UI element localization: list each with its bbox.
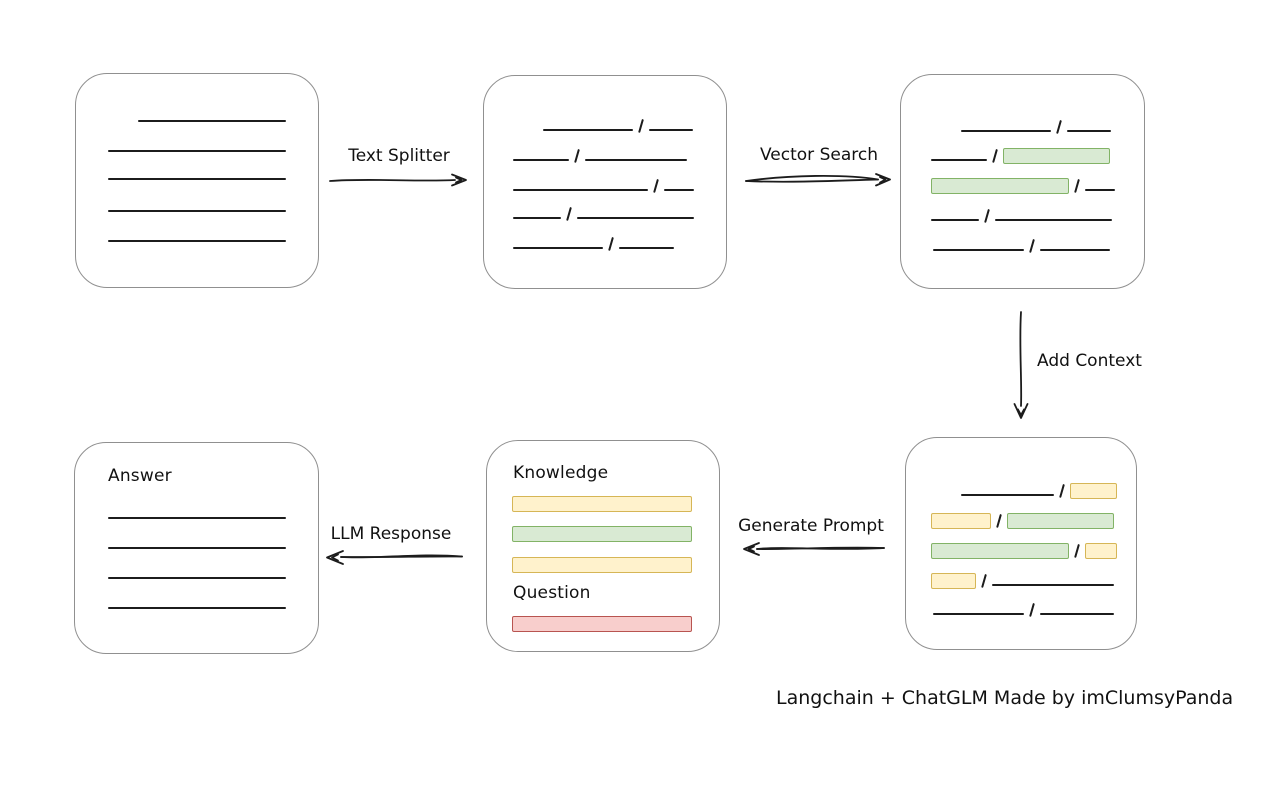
- generate-prompt-label: Generate Prompt: [738, 516, 884, 536]
- chunk-line: [513, 159, 569, 161]
- chunk-line: [1040, 613, 1115, 615]
- slash-separator: [574, 148, 581, 164]
- diagram-caption: Langchain + ChatGLM Made by imClumsyPand…: [776, 687, 1234, 709]
- prompt-bar-yellow: [512, 496, 692, 512]
- slash-separator: [1029, 238, 1036, 254]
- chunk-highlight-green: [931, 178, 1069, 194]
- slash-separator: [566, 206, 573, 222]
- answer-heading: Answer: [108, 466, 172, 486]
- prompt-heading: Question: [513, 583, 591, 603]
- chunk-line: [1085, 189, 1116, 191]
- vector-search-arrow-icon: [745, 173, 891, 187]
- chunk-line: [933, 613, 1024, 615]
- text-splitter-label: Text Splitter: [348, 146, 450, 166]
- slash-separator: [1056, 119, 1063, 135]
- slash-separator: [1074, 178, 1081, 194]
- chunk-highlight-green: [1003, 148, 1111, 164]
- chunk-line: [577, 217, 695, 219]
- chunk-highlight-yellow: [1070, 483, 1118, 499]
- slash-separator: [638, 118, 645, 134]
- chunk-row: [961, 482, 1118, 499]
- slash-separator: [1029, 602, 1036, 618]
- slash-separator: [608, 236, 615, 252]
- chunk-highlight-yellow: [931, 513, 991, 529]
- chunk-line: [513, 217, 561, 219]
- chunk-line: [513, 247, 603, 249]
- slash-separator: [653, 178, 660, 194]
- chunk-line: [992, 584, 1115, 586]
- prompt-bar-yellow: [512, 557, 692, 573]
- chunk-row: [931, 572, 1115, 589]
- chunk-row: [543, 117, 694, 134]
- chunk-highlight-yellow: [931, 573, 976, 589]
- chunk-row: [931, 177, 1116, 194]
- prompt-bar-green: [512, 526, 692, 542]
- add-context-arrow-icon: [1013, 311, 1029, 419]
- chunk-line: [931, 219, 979, 221]
- source-document-box: [75, 73, 319, 288]
- answer-box: Answer: [74, 442, 319, 654]
- chunk-row: [933, 601, 1115, 618]
- chunk-row: [931, 542, 1118, 559]
- llm-response-label: LLM Response: [330, 524, 452, 544]
- chunk-line: [649, 129, 694, 131]
- split-chunks-box: [483, 75, 727, 289]
- chunk-line: [543, 129, 633, 131]
- chunk-highlight-green: [1007, 513, 1115, 529]
- text-line: [108, 517, 286, 519]
- add-context-label: Add Context: [1037, 351, 1142, 371]
- chunk-line: [961, 130, 1051, 132]
- chunk-line: [961, 494, 1054, 496]
- chunk-highlight-yellow: [1085, 543, 1118, 559]
- context-chunks-box: [905, 437, 1137, 650]
- chunk-highlight-green: [931, 543, 1069, 559]
- chunk-line: [1067, 130, 1112, 132]
- slash-separator: [1059, 483, 1066, 499]
- chunk-row: [931, 147, 1111, 164]
- chunk-row: [961, 118, 1112, 135]
- chunk-row: [513, 235, 675, 252]
- chunk-line: [933, 249, 1024, 251]
- chunk-line: [585, 159, 688, 161]
- chunk-row: [513, 205, 695, 222]
- chunk-row: [931, 512, 1115, 529]
- slash-separator: [981, 573, 988, 589]
- text-splitter-arrow-icon: [329, 173, 467, 187]
- prompt-bar-red: [512, 616, 692, 632]
- text-line: [108, 150, 286, 152]
- text-line: [138, 120, 286, 122]
- chunk-line: [619, 247, 675, 249]
- generate-prompt-arrow-icon: [743, 542, 885, 556]
- chunk-row: [931, 207, 1113, 224]
- chunk-line: [995, 219, 1113, 221]
- chunk-row: [933, 237, 1111, 254]
- vector-matched-chunks-box: [900, 74, 1145, 289]
- slash-separator: [1074, 543, 1081, 559]
- chunk-line: [513, 189, 648, 191]
- chunk-line: [931, 159, 987, 161]
- text-line: [108, 607, 286, 609]
- chunk-row: [513, 177, 695, 194]
- chunk-line: [1040, 249, 1111, 251]
- chunk-row: [513, 147, 688, 164]
- prompt-heading: Knowledge: [513, 463, 609, 483]
- slash-separator: [996, 513, 1003, 529]
- slash-separator: [992, 148, 999, 164]
- text-line: [108, 577, 286, 579]
- vector-search-label: Vector Search: [760, 145, 878, 165]
- llm-response-arrow-icon: [326, 550, 463, 565]
- text-line: [108, 240, 286, 242]
- text-line: [108, 178, 286, 180]
- slash-separator: [984, 208, 991, 224]
- text-line: [108, 210, 286, 212]
- text-line: [108, 547, 286, 549]
- chunk-line: [664, 189, 695, 191]
